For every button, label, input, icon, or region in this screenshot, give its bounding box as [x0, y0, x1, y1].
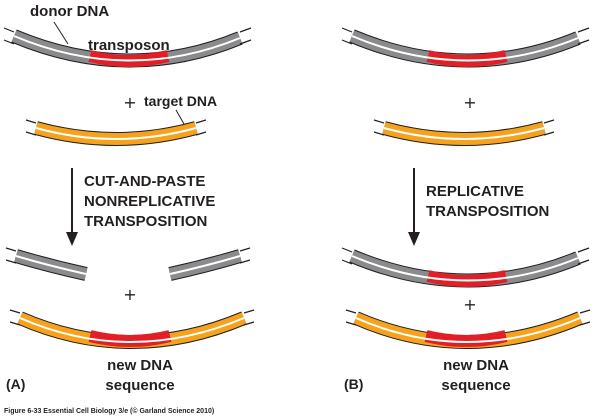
donor-end-left	[3, 27, 15, 33]
donor-dna-a	[3, 27, 252, 68]
process-arrow-b	[408, 168, 420, 246]
panel-b: + REPLICATIVE TRANSPOSITION +	[341, 27, 591, 394]
figure-caption: Figure 6-33 Essential Cell Biology 3/e (…	[4, 407, 214, 415]
target-dna-label: target DNA	[144, 93, 217, 109]
target-dna-a	[25, 119, 207, 146]
donor-dna-b	[341, 27, 590, 68]
target-end-left-2	[25, 131, 37, 136]
target-dna-b	[373, 119, 555, 146]
arrow-head	[408, 232, 420, 246]
new-dna-b	[345, 309, 591, 349]
target-dna-gap	[35, 127, 197, 140]
plus-sign: +	[463, 93, 476, 112]
donor-end-right	[239, 27, 252, 33]
result-label-line-2: sequence	[105, 377, 174, 394]
cut-donor-right	[168, 247, 251, 281]
result-label-line-2: sequence	[441, 377, 510, 394]
step-label-line-2: TRANSPOSITION	[426, 203, 549, 220]
plus-sign: +	[123, 93, 136, 112]
plus-sign: +	[463, 295, 476, 314]
panel-label-b: (B)	[344, 376, 363, 392]
donor-end-left-2	[3, 39, 15, 45]
step-label-line-2: NONREPLICATIVE	[84, 193, 215, 210]
target-end-right-2	[195, 131, 207, 136]
result-label-line-1: new DNA	[107, 357, 173, 374]
process-arrow-a	[66, 168, 78, 246]
new-dna-a	[9, 309, 255, 349]
transposon-label: transposon	[88, 37, 170, 54]
plus-sign: +	[123, 285, 136, 304]
step-label-line-1: CUT-AND-PASTE	[84, 173, 205, 190]
donor-dna-label: donor DNA	[30, 3, 109, 20]
cut-donor-left	[5, 247, 88, 281]
result-label-line-1: new DNA	[443, 357, 509, 374]
target-leader-line	[175, 109, 185, 125]
step-label-line-3: TRANSPOSITION	[84, 213, 207, 230]
panel-label-a: (A)	[6, 376, 25, 392]
arrow-head	[66, 232, 78, 246]
step-label-line-1: REPLICATIVE	[426, 183, 524, 200]
target-end-right	[195, 119, 207, 124]
donor-end-right-2	[239, 39, 252, 45]
target-end-left	[25, 119, 37, 124]
donor-dna-gap	[13, 35, 241, 62]
donor-dna-b-after	[341, 247, 590, 288]
panel-a: donor DNA transposon + target DNA CUT-AN…	[3, 3, 255, 394]
donor-leader-line	[53, 21, 69, 45]
